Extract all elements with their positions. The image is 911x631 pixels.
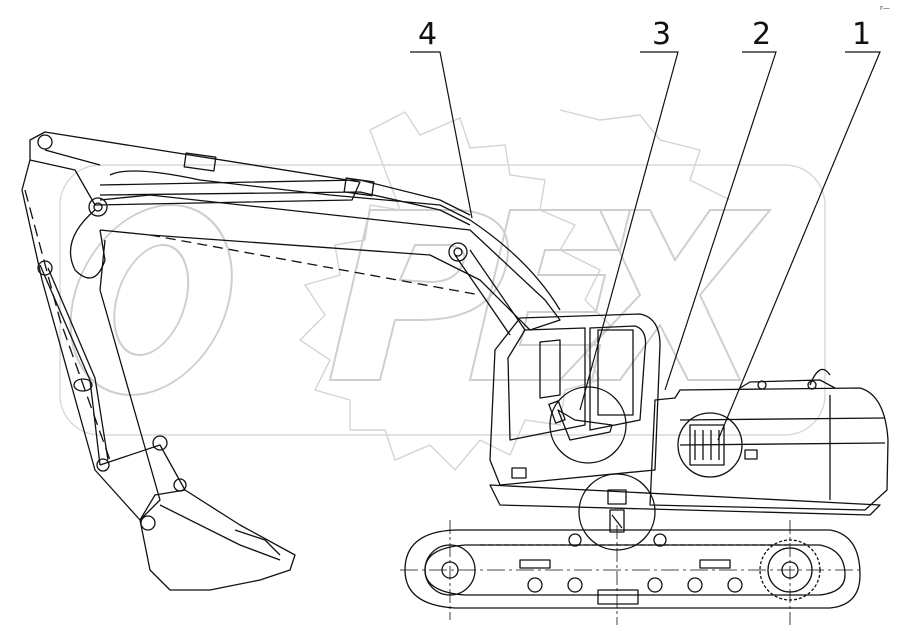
callout-leaders (410, 51, 881, 441)
watermark-gear (298, 109, 731, 472)
callout-3: 3 (652, 17, 672, 52)
watermark-frame (59, 164, 826, 436)
watermark-letters (69, 204, 773, 396)
corner-mark: r— (880, 4, 890, 12)
callout-2: 2 (752, 17, 772, 52)
callout-1: 1 (852, 17, 872, 52)
excavator-body (21, 131, 889, 625)
callout-4: 4 (418, 17, 438, 52)
